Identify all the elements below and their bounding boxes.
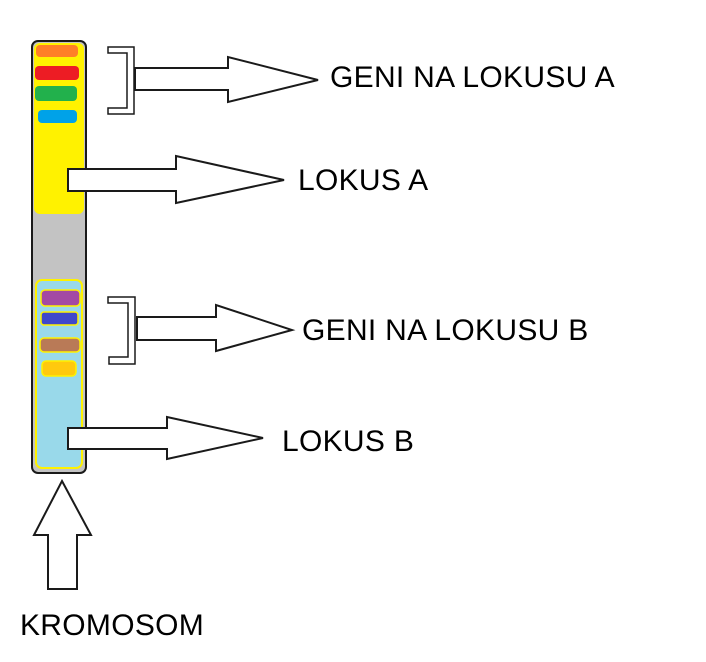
arrow-genes-a bbox=[134, 55, 319, 104]
label-chromosome: KROMOSOM bbox=[20, 609, 205, 642]
arrow-locus-b bbox=[67, 415, 264, 461]
gene-band-green bbox=[35, 86, 77, 101]
gene-band-indigo bbox=[40, 311, 79, 326]
arrow-chromosome bbox=[32, 478, 93, 590]
gene-band-brown bbox=[39, 337, 81, 353]
gene-band-sky-blue bbox=[38, 110, 77, 123]
bracket-genes-a bbox=[107, 46, 135, 115]
arrow-locus-a bbox=[67, 154, 285, 205]
gene-band-gold bbox=[41, 360, 77, 377]
label-genes-locus-b: GENI NA LOKUSU B bbox=[302, 314, 589, 347]
bracket-genes-b bbox=[107, 296, 136, 365]
gene-band-red bbox=[35, 66, 79, 80]
label-genes-locus-a: GENI NA LOKUSU A bbox=[330, 61, 615, 94]
gene-band-purple bbox=[40, 289, 81, 307]
gene-band-orange bbox=[36, 45, 78, 57]
arrow-genes-b bbox=[136, 303, 296, 353]
label-locus-a: LOKUS A bbox=[298, 164, 429, 197]
label-locus-b: LOKUS B bbox=[282, 425, 415, 458]
